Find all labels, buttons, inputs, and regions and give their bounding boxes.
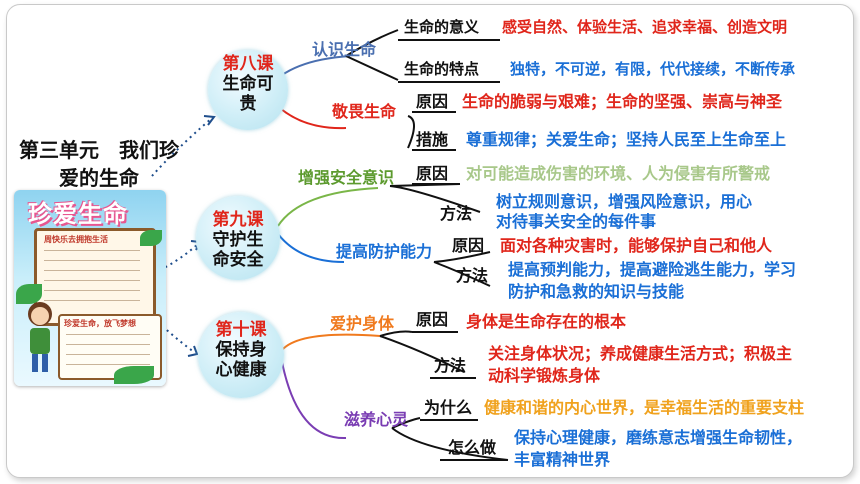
lesson10-bubble xyxy=(198,312,284,398)
poster-line xyxy=(44,280,140,281)
poster-board xyxy=(34,228,156,326)
l9-branch2 xyxy=(277,233,345,263)
l10-branch2-label: 滋养心灵 xyxy=(344,410,409,429)
l8-b2-c1-text: 生命的脆弱与艰难；生命的坚强、崇高与神圣 xyxy=(462,92,783,111)
lesson10-node: 第十课 保持身心健康 xyxy=(198,320,284,380)
poster-image: 珍爱生命 周快乐去拥抱生活 珍爱生命，放飞梦想 xyxy=(14,190,166,386)
leaf-icon xyxy=(16,284,42,304)
leaf-icon xyxy=(140,230,162,246)
l8-b1-c1-label: 生命的意义 xyxy=(404,18,480,36)
poster-line xyxy=(44,290,140,291)
l10-b1-split xyxy=(379,330,465,373)
unit-title: 第三单元 我们珍爱的生命 xyxy=(19,138,179,190)
l9-b1-c2-text1: 树立规则意识，增强风险意识，用心 xyxy=(496,192,753,211)
l8-b2-c1-label: 原因 xyxy=(416,92,449,111)
l10-b2-c2-label: 怎么做 xyxy=(448,438,497,457)
l10-b2-split xyxy=(391,417,509,461)
lesson10-number: 第十课 xyxy=(215,320,267,340)
lesson9-name: 守护生命安全 xyxy=(212,230,264,270)
l8-branch1-label: 认识生命 xyxy=(312,40,377,59)
l8-b1-c1-text: 感受自然、体验生活、追求幸福、创造文明 xyxy=(502,18,788,36)
poster-line xyxy=(44,270,140,271)
l8-b1-c2-text: 独特，不可逆，有限，代代接续，不断传承 xyxy=(510,60,796,78)
l8-b1-c2-label: 生命的特点 xyxy=(404,60,480,78)
poster-board2-title: 珍爱生命，放飞梦想 xyxy=(64,319,136,328)
poster-title: 珍爱生命 xyxy=(28,200,128,228)
lesson8-node: 第八课 生命可贵 xyxy=(208,54,288,114)
l9-b1-c2-label: 方法 xyxy=(440,204,473,223)
l9-b2-c2-text1: 提高预判能力，提高避险逃生能力，学习 xyxy=(508,260,797,279)
l10-b2-c1-label: 为什么 xyxy=(424,398,473,417)
poster-line xyxy=(66,334,150,335)
l9-b1-c1-text: 对可能造成伤害的环境、人为侵害有所警戒 xyxy=(466,164,771,183)
l9-b2-c1-text: 面对各种灾害时，能够保护自己和他人 xyxy=(500,236,773,255)
arrow-to-lesson9 xyxy=(159,243,199,271)
l9-b1-c1-label: 原因 xyxy=(416,164,449,183)
l10-b2-c2-text1: 保持心理健康，磨练意志增强生命韧性， xyxy=(514,428,803,447)
arrowhead-lesson10 xyxy=(187,345,199,357)
girl-illustration-icon xyxy=(28,302,52,372)
arrow-to-lesson10 xyxy=(157,321,195,353)
poster-line xyxy=(44,300,140,301)
l9-b1-c2-text2: 对待事关安全的每件事 xyxy=(496,212,657,231)
l10-b1-c2-text1: 关注身体状况；养成健康生活方式；积极主 xyxy=(488,344,793,363)
lesson8-number: 第八课 xyxy=(222,54,274,74)
poster-board-title: 周快乐去拥抱生活 xyxy=(44,235,108,244)
poster-line xyxy=(44,260,140,261)
l10-b1-c2-text2: 动科学锻炼身体 xyxy=(488,366,601,385)
lesson9-bubble xyxy=(196,196,280,280)
l8-b2-c2-label: 措施 xyxy=(416,130,449,149)
poster-line xyxy=(66,354,150,355)
poster-line xyxy=(44,250,140,251)
l9-branch1-label: 增强安全意识 xyxy=(298,168,395,187)
lesson8-name: 生命可贵 xyxy=(222,74,274,114)
lesson10-name: 保持身心健康 xyxy=(215,340,267,380)
l8-b2-split xyxy=(407,115,415,149)
arrow-to-lesson8 xyxy=(151,117,213,177)
l8-branch2-label: 敬畏生命 xyxy=(332,102,397,121)
leaf-icon xyxy=(114,366,154,384)
l10-b2-c1-text: 健康和谐的内心世界，是幸福生活的重要支柱 xyxy=(484,398,805,417)
lesson9-number: 第九课 xyxy=(212,210,264,230)
l9-branch2-label: 提高防护能力 xyxy=(336,242,433,261)
lesson9-node: 第九课 守护生命安全 xyxy=(196,210,280,270)
l10-branch1 xyxy=(281,333,381,351)
lesson8-bubble xyxy=(208,50,288,130)
l9-b2-c1-label: 原因 xyxy=(452,236,485,255)
l10-b1-c1-label: 原因 xyxy=(416,310,449,329)
l10-b1-c2-label: 方法 xyxy=(434,356,467,375)
l8-b2-c2-text: 尊重规律；关爱生命；坚持人民至上生命至上 xyxy=(466,130,787,149)
l10-b1-c1-text: 身体是生命存在的根本 xyxy=(466,312,627,331)
arrowhead-lesson8 xyxy=(203,115,216,126)
l10-branch2 xyxy=(281,361,347,440)
l9-branch1 xyxy=(277,187,379,227)
l9-b2-split xyxy=(433,251,491,287)
l8-b1-split xyxy=(345,29,399,81)
poster-line xyxy=(66,364,150,365)
l10-branch1-label: 爱护身体 xyxy=(330,314,395,333)
l10-b2-c2-text2: 丰富精神世界 xyxy=(514,450,611,469)
l9-b2-c2-text2: 防护和急救的知识与技能 xyxy=(508,282,685,301)
poster-line xyxy=(66,344,150,345)
l9-b2-c2-label: 方法 xyxy=(456,266,489,285)
